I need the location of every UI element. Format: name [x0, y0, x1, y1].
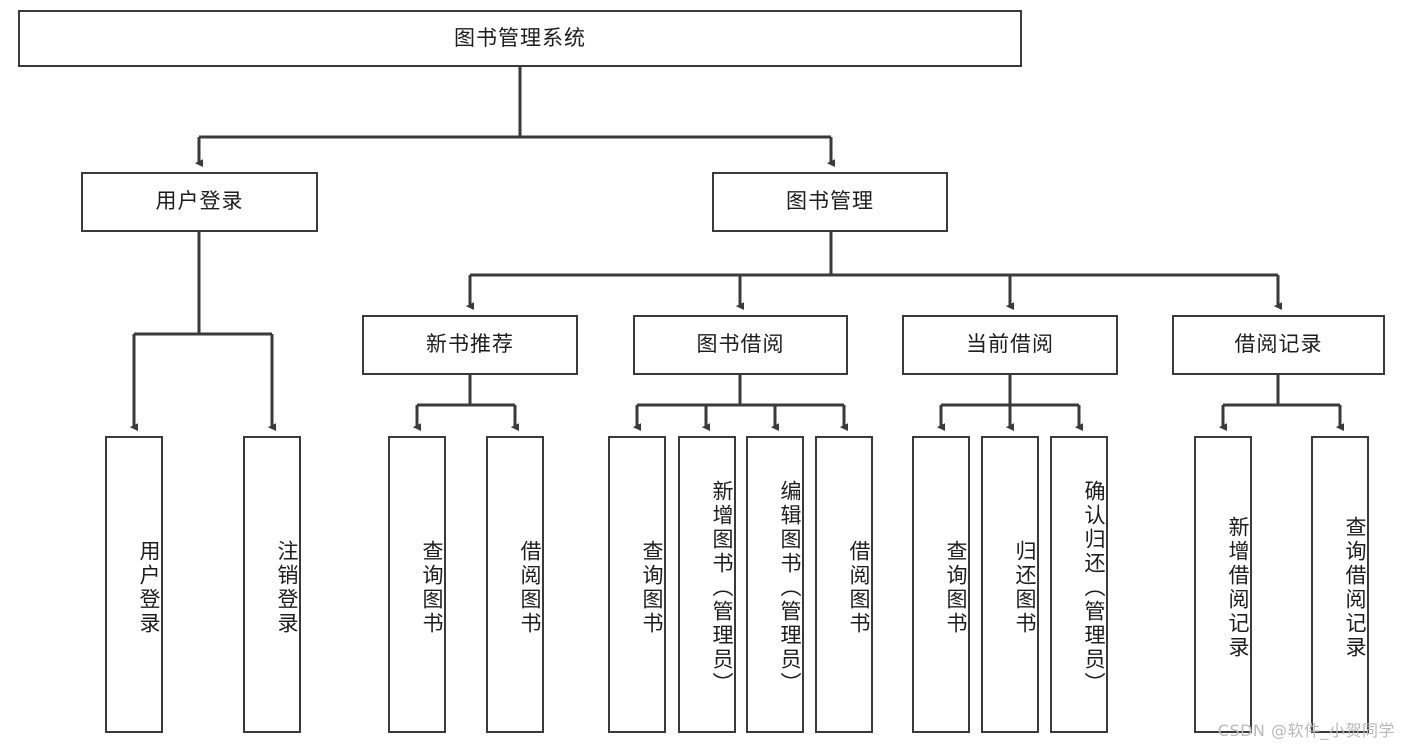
node-label: 新增图书（管理员）	[710, 479, 734, 696]
node-label: 查询借阅记录	[1343, 515, 1367, 660]
leaf-current-query-book[interactable]: 查询图书	[912, 436, 970, 733]
node-label: 查询图书	[420, 539, 444, 636]
node-label: 图书管理	[786, 189, 874, 214]
node-label: 注销登录	[275, 539, 299, 636]
node-label: 用户登录	[155, 189, 244, 214]
leaf-current-return-book[interactable]: 归还图书	[981, 436, 1039, 733]
leaf-borrow-query-book[interactable]: 查询图书	[608, 436, 666, 733]
csdn-watermark: CSDN @软件_小贺同学	[1217, 721, 1395, 740]
leaf-current-confirm-return-admin[interactable]: 确认归还（管理员）	[1050, 436, 1108, 733]
node-borrow-record[interactable]: 借阅记录	[1172, 315, 1385, 375]
leaf-recommend-query-book[interactable]: 查询图书	[388, 436, 446, 733]
node-label: 用户登录	[137, 539, 161, 636]
leaf-borrow-add-book-admin[interactable]: 新增图书（管理员）	[678, 436, 736, 733]
node-book-borrow[interactable]: 图书借阅	[633, 315, 848, 375]
leaf-record-add-record[interactable]: 新增借阅记录	[1194, 436, 1252, 733]
node-label: 编辑图书（管理员）	[778, 479, 802, 696]
node-label: 图书管理系统	[454, 25, 586, 50]
node-label: 借阅图书	[847, 539, 871, 636]
leaf-borrow-edit-book-admin[interactable]: 编辑图书（管理员）	[746, 436, 804, 733]
node-new-book-recommend[interactable]: 新书推荐	[362, 315, 578, 375]
node-label: 借阅图书	[518, 539, 542, 636]
node-label: 借阅记录	[1234, 332, 1323, 357]
node-label: 确认归还（管理员）	[1082, 479, 1106, 696]
leaf-user-login-logout[interactable]: 注销登录	[243, 436, 301, 733]
leaf-recommend-borrow-book[interactable]: 借阅图书	[486, 436, 544, 733]
leaf-user-login-login[interactable]: 用户登录	[105, 436, 163, 733]
node-book-management[interactable]: 图书管理	[712, 172, 948, 232]
node-root-system[interactable]: 图书管理系统	[18, 10, 1022, 67]
node-label: 新增借阅记录	[1226, 515, 1250, 660]
leaf-record-query-record[interactable]: 查询借阅记录	[1311, 436, 1369, 733]
leaf-borrow-borrow-book[interactable]: 借阅图书	[815, 436, 873, 733]
node-current-borrow[interactable]: 当前借阅	[902, 315, 1118, 375]
node-label: 新书推荐	[426, 332, 514, 357]
node-label: 查询图书	[944, 539, 968, 636]
node-user-login[interactable]: 用户登录	[81, 172, 318, 232]
node-label: 查询图书	[640, 539, 664, 636]
node-label: 当前借阅	[966, 332, 1054, 357]
node-label: 图书借阅	[696, 332, 785, 357]
node-label: 归还图书	[1013, 539, 1037, 636]
